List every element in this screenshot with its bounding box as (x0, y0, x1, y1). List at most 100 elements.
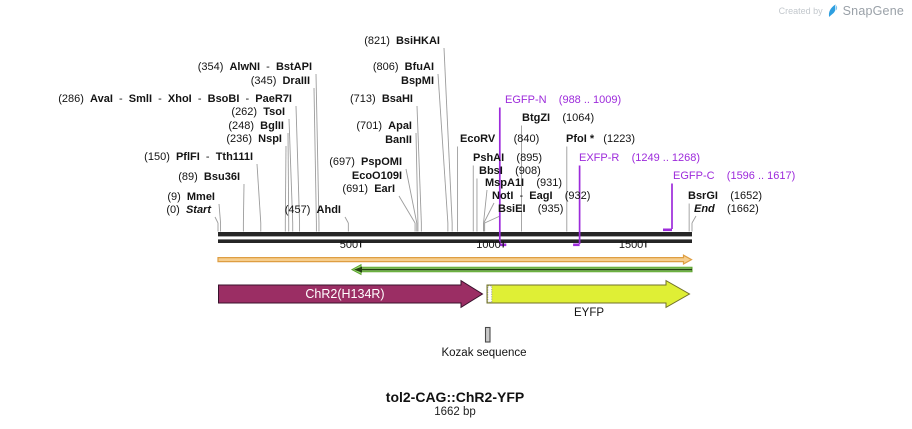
enzyme-label-segment: (354) (197, 61, 230, 73)
enzyme-label-segment: PflFI (175, 151, 200, 163)
enzyme-label: (713) BsaHI (350, 93, 413, 106)
primer-range: (1249 .. 1268) (619, 152, 701, 164)
enzyme-label-segment: DraIII (282, 75, 310, 87)
enzyme-label: (345) DraIII (251, 75, 310, 88)
chr2-feature-label: ChR2(H134R) (305, 287, 385, 301)
enzyme-label-segment: (821) (364, 35, 396, 47)
ruler-tick-label: 1500 (619, 239, 643, 252)
enzyme-label-segment: PaeR7I (255, 93, 292, 105)
enzyme-label: (9) MmeI (167, 191, 215, 204)
enzyme-label: (354) AlwNI - BstAPI (198, 61, 312, 74)
enzyme-label-segment: (345) (250, 75, 283, 87)
enzyme-label-segment: BtgZI (522, 112, 551, 124)
enzyme-label-segment: SmlI (128, 93, 152, 105)
kozak-label: Kozak sequence (441, 347, 527, 359)
enzyme-label: BtgZI (1064) (522, 112, 594, 125)
enzyme-label-segment: (457) (284, 204, 317, 216)
enzyme-label-segment: PspOMI (361, 156, 402, 168)
enzyme-label-segment: BstAPI (275, 61, 312, 73)
enzyme-label-segment: Start (185, 204, 211, 216)
enzyme-label: (821) BsiHKAI (364, 35, 440, 48)
enzyme-label-segment: PshAI (473, 152, 505, 164)
enzyme-label-segment: - (260, 61, 276, 73)
enzyme-label: (0) Start (166, 204, 211, 217)
enzyme-label-segment: EarI (374, 183, 395, 195)
enzyme-label-segment: EagI (529, 190, 553, 202)
watermark-brand: SnapGene (842, 4, 904, 18)
enzyme-label-segment: - (199, 151, 216, 163)
ruler-tick-value: 1500 (618, 239, 644, 251)
enzyme-label-segment: MspA1I (485, 177, 525, 189)
enzyme-label-segment: Tth111I (215, 151, 253, 163)
enzyme-label: (89) Bsu36I (178, 171, 240, 184)
enzyme-label: PshAI (895) (473, 152, 542, 165)
enzyme-label-segment: (1223) (594, 133, 636, 145)
enzyme-label-segment: EcoRV (460, 133, 496, 145)
enzyme-label-segment: BspMI (401, 75, 434, 87)
enzyme-label-segment: BfuAI (404, 61, 434, 73)
enzyme-label-segment: TsoI (263, 106, 285, 118)
enzyme-label: (286) AvaI - SmlI - XhoI - BsoBI - PaeR7… (58, 93, 292, 106)
enzyme-label-segment: BbsI (479, 165, 503, 177)
enzyme-label-segment: BglII (260, 120, 284, 132)
ruler-tick-label: 500 (340, 239, 358, 252)
enzyme-label-segment: (262) (231, 106, 264, 118)
enzyme-label-segment: (0) (166, 204, 186, 216)
enzyme-label: (457) AhdI (285, 204, 341, 217)
primer-label: EXFP-R (1249 .. 1268) (579, 152, 700, 165)
enzyme-label-segment: (895) (504, 152, 543, 164)
primer-name: EGFP-N (505, 94, 547, 106)
enzyme-label: (806) BfuAI (373, 61, 434, 74)
primer-name: EGFP-C (673, 170, 715, 182)
enzyme-label-segment: (286) (58, 93, 91, 105)
enzyme-label: (248) BglII (228, 120, 284, 133)
enzyme-label: BbsI (908) (479, 165, 541, 178)
enzyme-label-segment: (150) (144, 151, 176, 163)
enzyme-label: EcoRV (840) (460, 133, 539, 146)
primer-label: EGFP-N (988 .. 1009) (505, 94, 621, 107)
enzyme-label: (262) TsoI (231, 106, 285, 119)
enzyme-label-segment: PfoI * (566, 133, 595, 145)
enzyme-label-segment: BsiHKAI (395, 35, 440, 47)
enzyme-label-segment: (248) (228, 120, 261, 132)
enzyme-label-segment: (935) (525, 203, 564, 215)
enzyme-label-segment: Bsu36I (203, 171, 240, 183)
enzyme-label: (236) NspI (226, 133, 282, 146)
enzyme-label: BsiEI (935) (498, 203, 563, 216)
enzyme-label-segment: - (112, 93, 129, 105)
enzyme-label-segment: (9) (167, 191, 187, 203)
enzyme-label-segment: (697) (329, 156, 362, 168)
enzyme-label-segment: (713) (350, 93, 382, 105)
enzyme-label-segment: - (513, 190, 530, 202)
enzyme-label: NotI - EagI (932) (492, 190, 590, 203)
enzyme-label-segment: BanII (385, 134, 412, 146)
map-length: 1662 bp (434, 406, 476, 418)
enzyme-label-segment: - (191, 93, 208, 105)
enzyme-label-segment: (701) (356, 120, 389, 132)
primer-range: (988 .. 1009) (546, 94, 622, 106)
enzyme-label-segment: BsrGI (688, 190, 718, 202)
enzyme-label-segment: BsaHI (381, 93, 413, 105)
primer-range: (1596 .. 1617) (714, 170, 796, 182)
ruler-tick-label: 1000 (476, 239, 500, 252)
enzyme-label-segment: XhoI (167, 93, 192, 105)
watermark: Created by SnapGene (779, 4, 904, 18)
enzyme-label-segment: (691) (342, 183, 375, 195)
enzyme-label-segment: End (694, 203, 715, 215)
enzyme-label-segment: - (152, 93, 168, 105)
enzyme-label: BspMI (401, 75, 434, 88)
enzyme-label-segment: NspI (258, 133, 282, 145)
enzyme-label: (701) ApaI (356, 120, 412, 133)
enzyme-label-segment: (236) (226, 133, 259, 145)
primer-name: EXFP-R (579, 152, 620, 164)
enzyme-label: BanII (385, 134, 412, 147)
enzyme-label-segment: (1662) (714, 203, 759, 215)
enzyme-label-segment: BsoBI (207, 93, 240, 105)
enzyme-label-segment: AvaI (90, 93, 113, 105)
enzyme-label-segment: AhdI (316, 204, 341, 216)
enzyme-label-segment: AlwNI (229, 61, 261, 73)
enzyme-label-segment: ApaI (388, 120, 412, 132)
enzyme-label-segment: MmeI (186, 191, 215, 203)
enzyme-label-segment: (1064) (550, 112, 595, 124)
